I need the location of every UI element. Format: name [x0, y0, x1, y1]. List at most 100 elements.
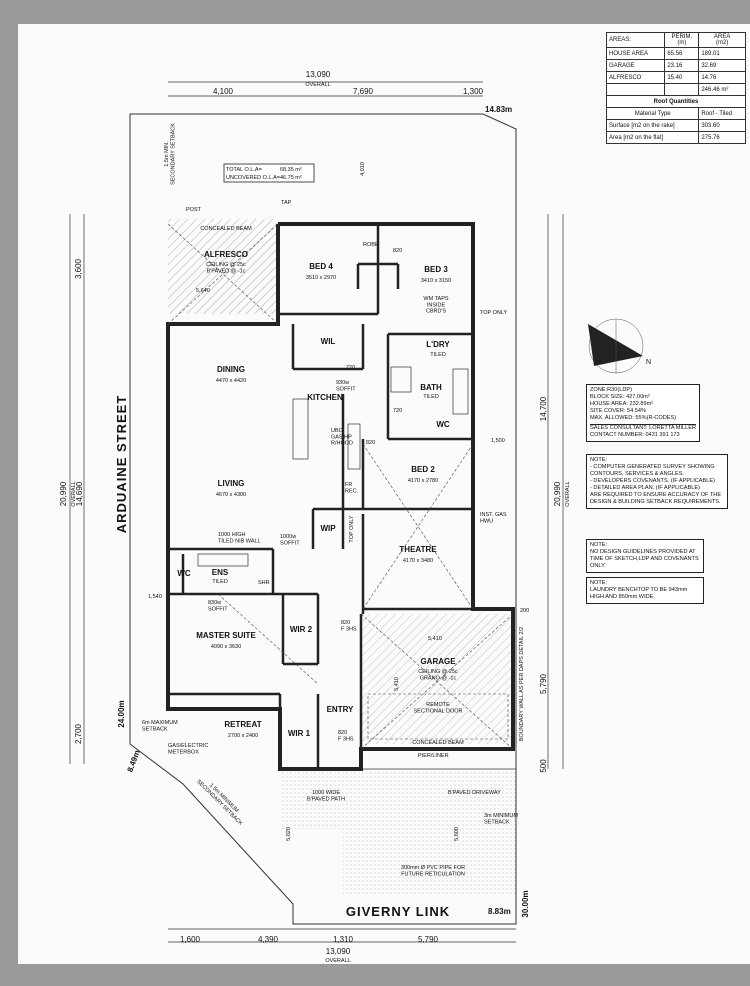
- right-seg-3: 500: [539, 759, 548, 773]
- room-wip: WIP: [320, 524, 336, 533]
- roof-value: Roof - Tiled: [698, 107, 746, 120]
- inner-dim-5600: 5,600: [454, 827, 460, 841]
- table-row: ALFRESCO 15.40 14.76: [605, 71, 746, 84]
- top-only-label: TOP ONLY: [480, 310, 508, 316]
- concealed-beam-label: CONCEALED BEAM: [200, 226, 252, 232]
- inner-dim-1500: 1,500: [491, 438, 505, 444]
- room-name: KITCHEN: [307, 393, 343, 402]
- room-name: ALFRESCO: [204, 250, 248, 259]
- boundary-left-corner-2: 8.49m: [126, 749, 142, 773]
- room-sub: 2700 x 2400: [228, 733, 258, 739]
- note-laundry: NOTE: LAUNDRY BENCHTOP TO BE 943mm HIGH …: [586, 577, 704, 604]
- table-row: HOUSE AREA 65.56 189.01: [605, 47, 746, 60]
- boundary-wall-label: BOUNDARY WALL AS PER DAPS DETAIL 2/2: [519, 627, 525, 741]
- room-entry: ENTRY: [327, 705, 354, 714]
- top-only-label-2: TOP ONLY: [349, 515, 355, 543]
- consultant-name: LORETTA MILLER: [649, 425, 697, 431]
- room-laundry: L'DRY TILED: [426, 340, 450, 358]
- room-name: LIVING: [218, 479, 245, 488]
- room-theatre: THEATRE 4170 x 3480: [399, 545, 437, 564]
- note-line: - COMPUTER GENERATED SURVEY SHOWING CONT…: [590, 464, 715, 477]
- blank-cell: [664, 83, 700, 96]
- boundary-left-corner: 24.00m: [117, 700, 126, 727]
- roof-label: Surface [m2 on the rake]: [605, 119, 700, 132]
- room-wc-2: WC: [177, 569, 191, 578]
- room-name: GARAGE: [420, 657, 456, 666]
- path-area: [280, 769, 343, 829]
- note-survey: NOTE: - COMPUTER GENERATED SURVEY SHOWIN…: [586, 454, 728, 509]
- inner-dim-200: 200: [520, 608, 529, 614]
- right-overall-dim: 20,990: [553, 481, 562, 506]
- info-value: 427.00m²: [626, 394, 650, 400]
- note-line: ARE REQUIRED TO ENSURE ACCURACY OF THE D…: [590, 492, 722, 505]
- room-name: ENTRY: [327, 705, 354, 714]
- top-seg-3: 1,300: [463, 87, 484, 96]
- left-overall-dim-2: 14,690: [75, 481, 84, 506]
- tap-label: TAP: [281, 200, 292, 206]
- left-seg-2: 2,700: [74, 723, 83, 744]
- zone-label: ZONE:R30(LDP): [590, 387, 632, 393]
- boundary-bottom-right-2: 8.83m: [488, 907, 511, 916]
- detail-lines: [167, 223, 516, 770]
- floor-plan-drawing: 13,090 OVERALL 4,100 7,690 1,300 1,600 4…: [59, 70, 651, 964]
- row-area: 14.76: [698, 71, 746, 84]
- right-seg-2: 5,790: [539, 673, 548, 694]
- info-value: 55%(R-CODES): [635, 415, 677, 421]
- row-area: 189.01: [698, 47, 746, 60]
- room-wil: WIL: [321, 337, 336, 346]
- inner-dim-4010: 4,010: [360, 162, 366, 176]
- room-sub: 3410 x 3150: [421, 278, 451, 284]
- pier-liner-label: PIER/LINER: [418, 753, 449, 759]
- room-bath: BATH TILED: [420, 383, 442, 400]
- left-overall-dim: 20,990: [59, 481, 68, 506]
- dimension-lines: [69, 81, 564, 943]
- room-sub: 4170 x 2780: [408, 478, 438, 484]
- right-overall-label: OVERALL: [565, 481, 571, 506]
- room-name: THEATRE: [399, 545, 437, 554]
- table-row: Material Type Roof - Tiled: [605, 107, 746, 120]
- table-row: Surface [m2 on the rake] 303.60: [605, 119, 746, 132]
- roof-label: Area [m2 on the flat]: [605, 131, 700, 144]
- top-overall-label: OVERALL: [305, 82, 330, 88]
- room-sub: 3510 x 2970: [306, 275, 336, 281]
- door-820b: 820: [393, 248, 402, 254]
- street-left: ARDUAINE STREET: [114, 395, 129, 534]
- boundary-top-right: 14.83m: [485, 105, 512, 114]
- blank-cell: [605, 83, 666, 96]
- room-living: LIVING 4670 x 4300: [216, 479, 246, 498]
- boundary-bottom-right: 30.00m: [521, 890, 530, 917]
- room-sub: 4170 x 3480: [403, 558, 433, 564]
- top-seg-1: 4,100: [213, 87, 234, 96]
- inner-dim-1540: 1,540: [148, 594, 162, 600]
- row-name: HOUSE AREA: [605, 47, 666, 60]
- note-guidelines: NOTE: NO DESIGN GUIDELINES PROVIDED AT T…: [586, 539, 704, 573]
- room-sub: 4470 x 4420: [216, 378, 246, 384]
- room-ensuite: ENS TILED: [212, 568, 229, 585]
- room-name: WIL: [321, 337, 336, 346]
- secondary-setback-label: 1.5m MIN.SECONDARY SETBACK: [164, 123, 176, 185]
- room-name: BED 3: [424, 265, 448, 274]
- table-row: Area [m2 on the flat] 275.76: [605, 131, 746, 144]
- driveway-area: [343, 769, 516, 894]
- roof-value: 275.76: [698, 131, 746, 144]
- note-text: LAUNDRY BENCHTOP TO BE 943mm HIGH AND 85…: [590, 587, 688, 600]
- room-kitchen: KITCHEN: [307, 393, 343, 402]
- info-value: 232.89m²: [629, 401, 654, 407]
- room-sub: 4670 x 4300: [216, 492, 246, 498]
- note-title: NOTE:: [590, 457, 608, 463]
